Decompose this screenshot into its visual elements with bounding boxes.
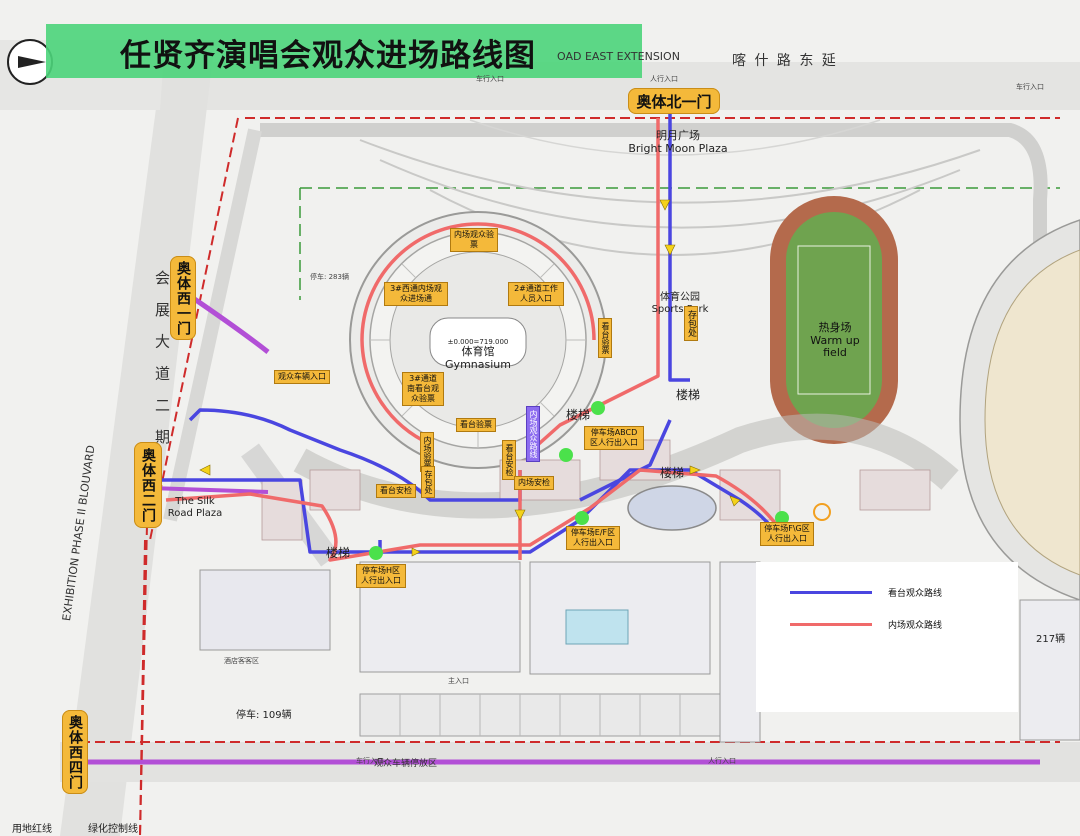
stairs-d: 楼梯 <box>566 408 591 422</box>
south-parking-label: 观众车辆停放区 <box>374 759 438 769</box>
parking-283-label: 停车: 283辆 <box>310 273 349 281</box>
gymnasium-label: ±0.000=719.000 体育馆 Gymnasium <box>445 338 511 371</box>
north-car-entry: 车行入口 <box>476 75 504 83</box>
footer-greenline: 绿化控制线 <box>88 824 138 835</box>
west-road <box>60 40 215 836</box>
parking-fg-label: 停车场F\G区人行出入口 <box>760 522 814 546</box>
stairs-a: 楼梯 <box>660 466 685 480</box>
vehicle-entry-label: 观众车辆入口 <box>274 370 330 384</box>
inner-path-label: 内场观众路线 <box>526 406 540 462</box>
hotel-label: 酒店客客区 <box>224 657 259 665</box>
parking-h-label: 停车场H区人行出入口 <box>356 564 406 588</box>
legend: 看台观众路线 内场观众路线 <box>756 562 1018 712</box>
gate-north1[interactable]: 奥体北一门 <box>628 88 720 114</box>
security-b-label: 存包处 <box>421 466 435 498</box>
footer-redline: 用地红线 <box>12 824 52 835</box>
route-arrows <box>199 199 741 557</box>
ne-car-entry: 车行入口 <box>1016 83 1044 91</box>
gate-west2[interactable]: 奥体西二门 <box>134 442 162 528</box>
north-road-cn: 喀 什 路 东 延 <box>732 53 838 69</box>
vehicle-route-west1 <box>188 293 270 354</box>
parking-217-label: 217辆 <box>1036 634 1066 645</box>
stand-check2-label: 看台验票 <box>598 318 612 358</box>
parking-ef-label: 停车场E/F区人行出入口 <box>566 526 620 550</box>
sports-park-label: 体育公园 Sports Park <box>651 292 709 315</box>
court-strip <box>359 693 741 737</box>
warmup-field-label: 热身场 Warm up field <box>810 321 860 360</box>
north-gate2-label: 2#通道工作人员入口 <box>508 282 564 306</box>
entry-dots <box>369 401 789 560</box>
stairs-b: 楼梯 <box>676 388 701 402</box>
legend-stand-swatch <box>790 591 872 594</box>
bright-moon-plaza: 明月广场 Bright Moon Plaza <box>628 129 728 155</box>
ring-road <box>260 123 1048 560</box>
legend-inner-swatch <box>790 623 872 626</box>
stairs-c: 楼梯 <box>326 546 351 560</box>
gate-west1[interactable]: 奥体西一门 <box>170 256 196 340</box>
north-ped-entry: 人行入口 <box>650 75 678 83</box>
security-a-label: 看台安检 <box>502 440 516 480</box>
south-gate3-label: 3#通道南看台观众验票 <box>402 372 444 406</box>
legend-inner: 内场观众路线 <box>790 618 942 631</box>
inner-security-label: 内场安检 <box>514 476 554 490</box>
vehicle-route-west2 <box>149 486 269 494</box>
west-road-cn: 会 展 大 道 二 期 <box>153 270 171 450</box>
green-control-line <box>299 187 1060 300</box>
south-ped-entry: 人行入口 <box>708 757 736 765</box>
south-car-entry: 车行入口 <box>356 757 384 765</box>
info-icon <box>813 503 831 521</box>
swimming-pool <box>565 609 629 645</box>
inner-field-check-label: 内场观众验票 <box>450 228 498 252</box>
stand-security-label: 看台安检 <box>376 484 416 498</box>
building-b <box>529 561 711 675</box>
page-title: 任贤齐演唱会观众进场路线图 <box>120 38 536 74</box>
court-lines <box>399 694 681 736</box>
legend-stand: 看台观众路线 <box>790 586 942 599</box>
parking-abcd-label: 停车场ABCD区人行出入口 <box>584 426 644 450</box>
gym-court <box>429 317 527 367</box>
north-road-en: OAD EAST EXTENSION <box>557 50 680 63</box>
stand-check-label: 看台验票 <box>456 418 496 432</box>
bag-store-label: 存包处 <box>684 306 698 341</box>
parking-109-label: 停车: 109辆 <box>236 710 292 721</box>
main-entry: 主入口 <box>448 677 469 685</box>
gate-west4[interactable]: 奥体西四门 <box>62 710 88 794</box>
warmup-field <box>786 212 882 428</box>
hotel-block <box>199 569 331 651</box>
title-banner <box>46 24 642 78</box>
west-gate3-label: 3#西通内场观众进场通 <box>384 282 448 306</box>
commercial-arc <box>293 413 959 519</box>
pool-oval <box>627 485 717 531</box>
silk-road-plaza-label: The Silk Road Plaza <box>167 496 223 519</box>
